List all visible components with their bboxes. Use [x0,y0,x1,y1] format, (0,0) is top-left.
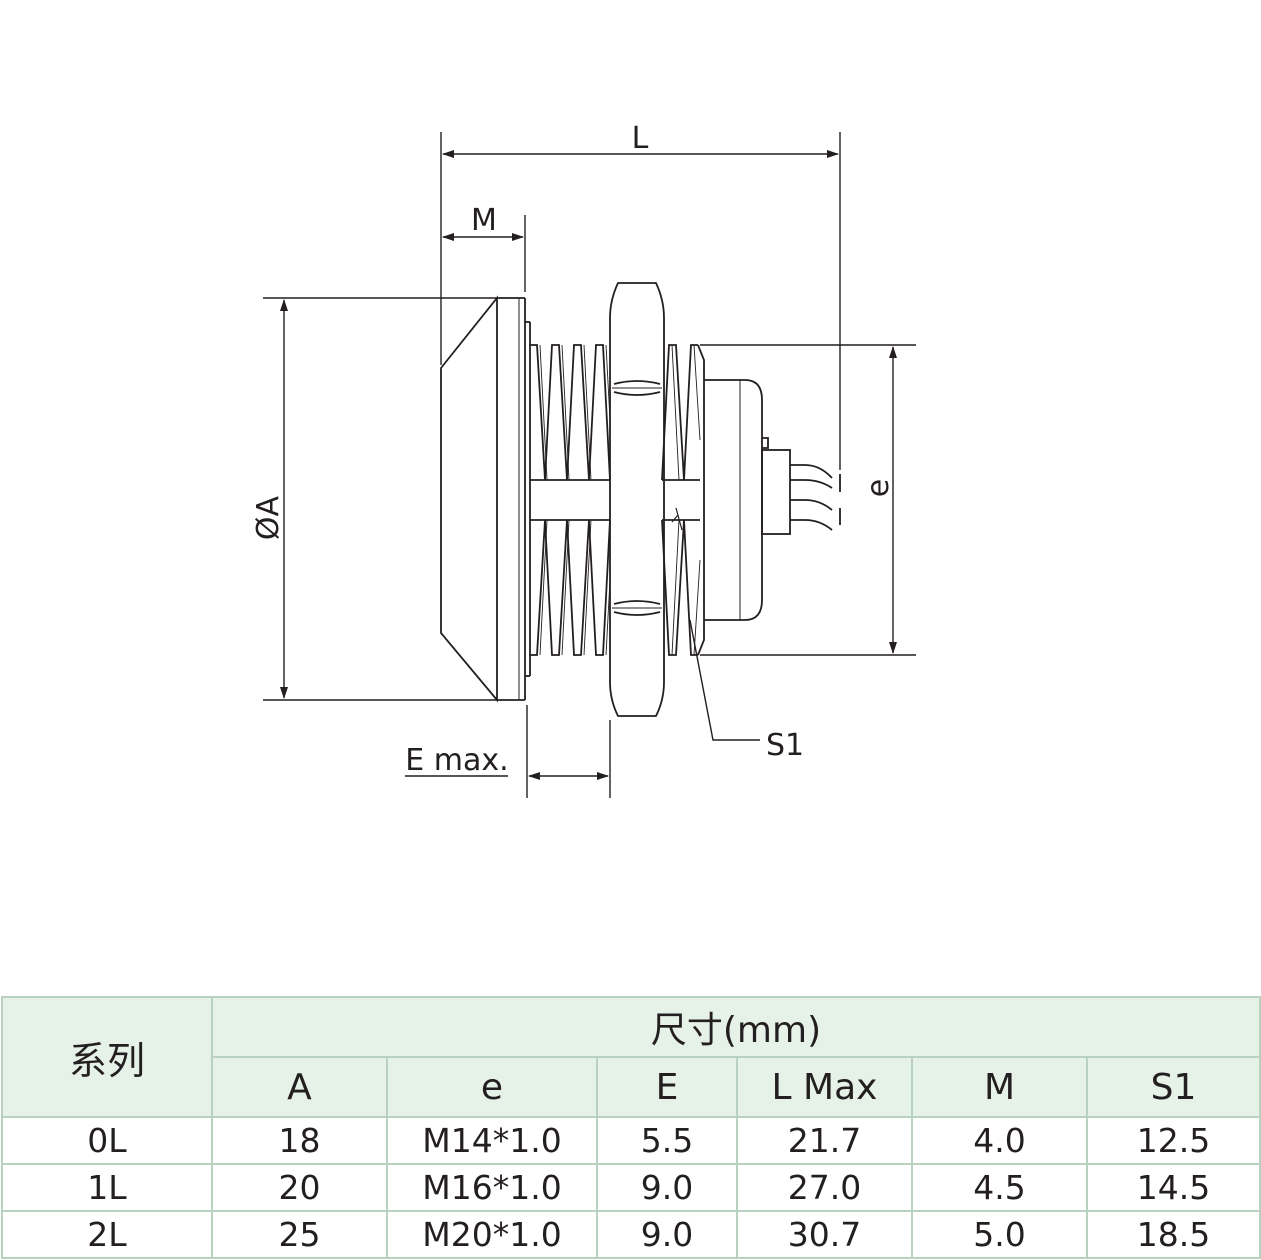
dimensions-group-header: 尺寸(mm) [210,996,1261,1058]
series-cell: 2L [1,1210,213,1259]
table-cell: 20 [211,1163,388,1212]
connector-drawing: L M ØA e E max. S1 [251,121,916,798]
table-cell: 25 [211,1210,388,1259]
table-cell: 4.0 [911,1116,1088,1165]
table-cell: M20*1.0 [386,1210,598,1259]
series-cell: 0L [1,1116,213,1165]
table-cell: 5.5 [596,1116,738,1165]
table-cell: M14*1.0 [386,1116,598,1165]
column-header-A: A [211,1056,388,1118]
table-cell: 30.7 [736,1210,913,1259]
thread-body-lower [530,519,701,656]
table-cell: 18.5 [1085,1210,1261,1259]
front-flange [440,295,531,703]
thread-body-upper [530,344,701,481]
table-cell: M16*1.0 [386,1163,598,1212]
label-e: e [861,479,896,497]
table-cell: 9.0 [596,1163,738,1212]
table-row: 2L 25 M20*1.0 9.0 30.7 5.0 18.5 [1,1210,1261,1259]
column-header-S1: S1 [1085,1056,1261,1118]
table-cell: 12.5 [1085,1116,1261,1165]
table-cell: 14.5 [1085,1163,1261,1212]
table-cell: 18 [211,1116,388,1165]
label-L: L [632,121,649,156]
table-row: 1L 20 M16*1.0 9.0 27.0 4.5 14.5 [1,1163,1261,1212]
column-header-L-max: L Max [736,1056,913,1118]
table-cell: 5.0 [911,1210,1088,1259]
label-E-max: E max. [405,743,508,778]
series-cell: 1L [1,1163,213,1212]
table-subheader-row: A e E L Max M S1 [2,1056,1261,1118]
column-header-M: M [911,1056,1088,1118]
label-diameter-A: ØA [251,495,286,540]
label-S1: S1 [766,728,804,763]
table-cell: 21.7 [736,1116,913,1165]
column-header-E: E [596,1056,738,1118]
table-header-row: 系列 尺寸(mm) [1,996,1261,1118]
table-cell: 4.5 [911,1163,1088,1212]
rear-collar [671,344,841,656]
column-header-e: e [386,1056,598,1118]
hex-nut [609,282,665,717]
table-cell: 27.0 [736,1163,913,1212]
dimension-table: 系列 尺寸(mm) A e E L Max M S1 0L 18 M14*1.0… [1,996,1261,1259]
series-header: 系列 [1,996,213,1118]
table-cell: 9.0 [596,1210,738,1259]
table-row: 0L 18 M14*1.0 5.5 21.7 4.0 12.5 [1,1116,1261,1165]
label-M: M [471,203,497,238]
